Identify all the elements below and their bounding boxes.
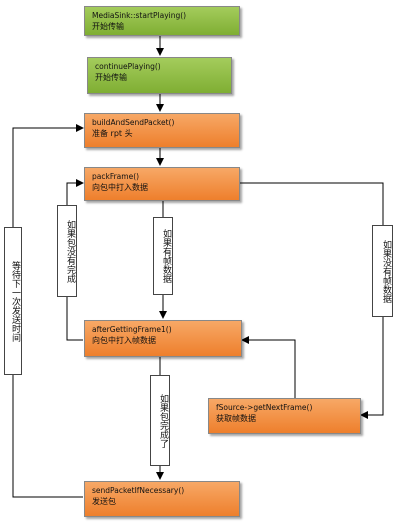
continue-playing-box: continuePlaying() 开始传输 <box>87 57 232 94</box>
start-playing-box: MediaSink::startPlaying() 开始传输 <box>84 6 240 36</box>
pack-frame-desc: 向包中打入数据 <box>92 183 148 192</box>
pack-frame-func: packFrame() <box>92 172 140 181</box>
arrow-getnext-to-after <box>241 336 296 398</box>
label-wait-next-send: 等待下一次发送时间 <box>4 227 22 375</box>
arrow-pack-to-getnext <box>240 182 384 419</box>
get-next-frame-desc: 获取帧数据 <box>216 414 256 423</box>
label-has-frame-data: 如果有帧数据 <box>153 217 173 295</box>
get-next-frame-box: fSource->getNextFrame() 获取帧数据 <box>208 398 361 434</box>
start-playing-desc: 开始传输 <box>92 22 124 31</box>
send-packet-desc: 发送包 <box>92 497 116 506</box>
build-and-send-desc: 准备 rpt 头 <box>92 129 133 138</box>
continue-playing-func: continuePlaying() <box>95 62 161 71</box>
send-packet-box: sendPacketIfNecessary() 发送包 <box>84 481 240 517</box>
pack-frame-box: packFrame() 向包中打入数据 <box>84 167 240 201</box>
label-no-frame-data: 如果没有帧数据 <box>372 225 393 317</box>
after-getting-frame-func: afterGettingFrame1() <box>92 325 172 334</box>
label-packet-complete: 如果包完成了 <box>150 375 170 466</box>
after-getting-frame-desc: 向包中打入帧数据 <box>92 336 156 345</box>
send-packet-func: sendPacketIfNecessary() <box>92 486 185 495</box>
after-getting-frame-box: afterGettingFrame1() 向包中打入帧数据 <box>84 320 242 357</box>
start-playing-func: MediaSink::startPlaying() <box>92 11 187 20</box>
build-and-send-box: buildAndSendPacket() 准备 rpt 头 <box>84 113 240 148</box>
continue-playing-desc: 开始传输 <box>95 73 127 82</box>
get-next-frame-func: fSource->getNextFrame() <box>216 403 313 412</box>
label-packet-incomplete: 如果包没有完成 <box>57 205 77 297</box>
build-and-send-func: buildAndSendPacket() <box>92 118 175 127</box>
